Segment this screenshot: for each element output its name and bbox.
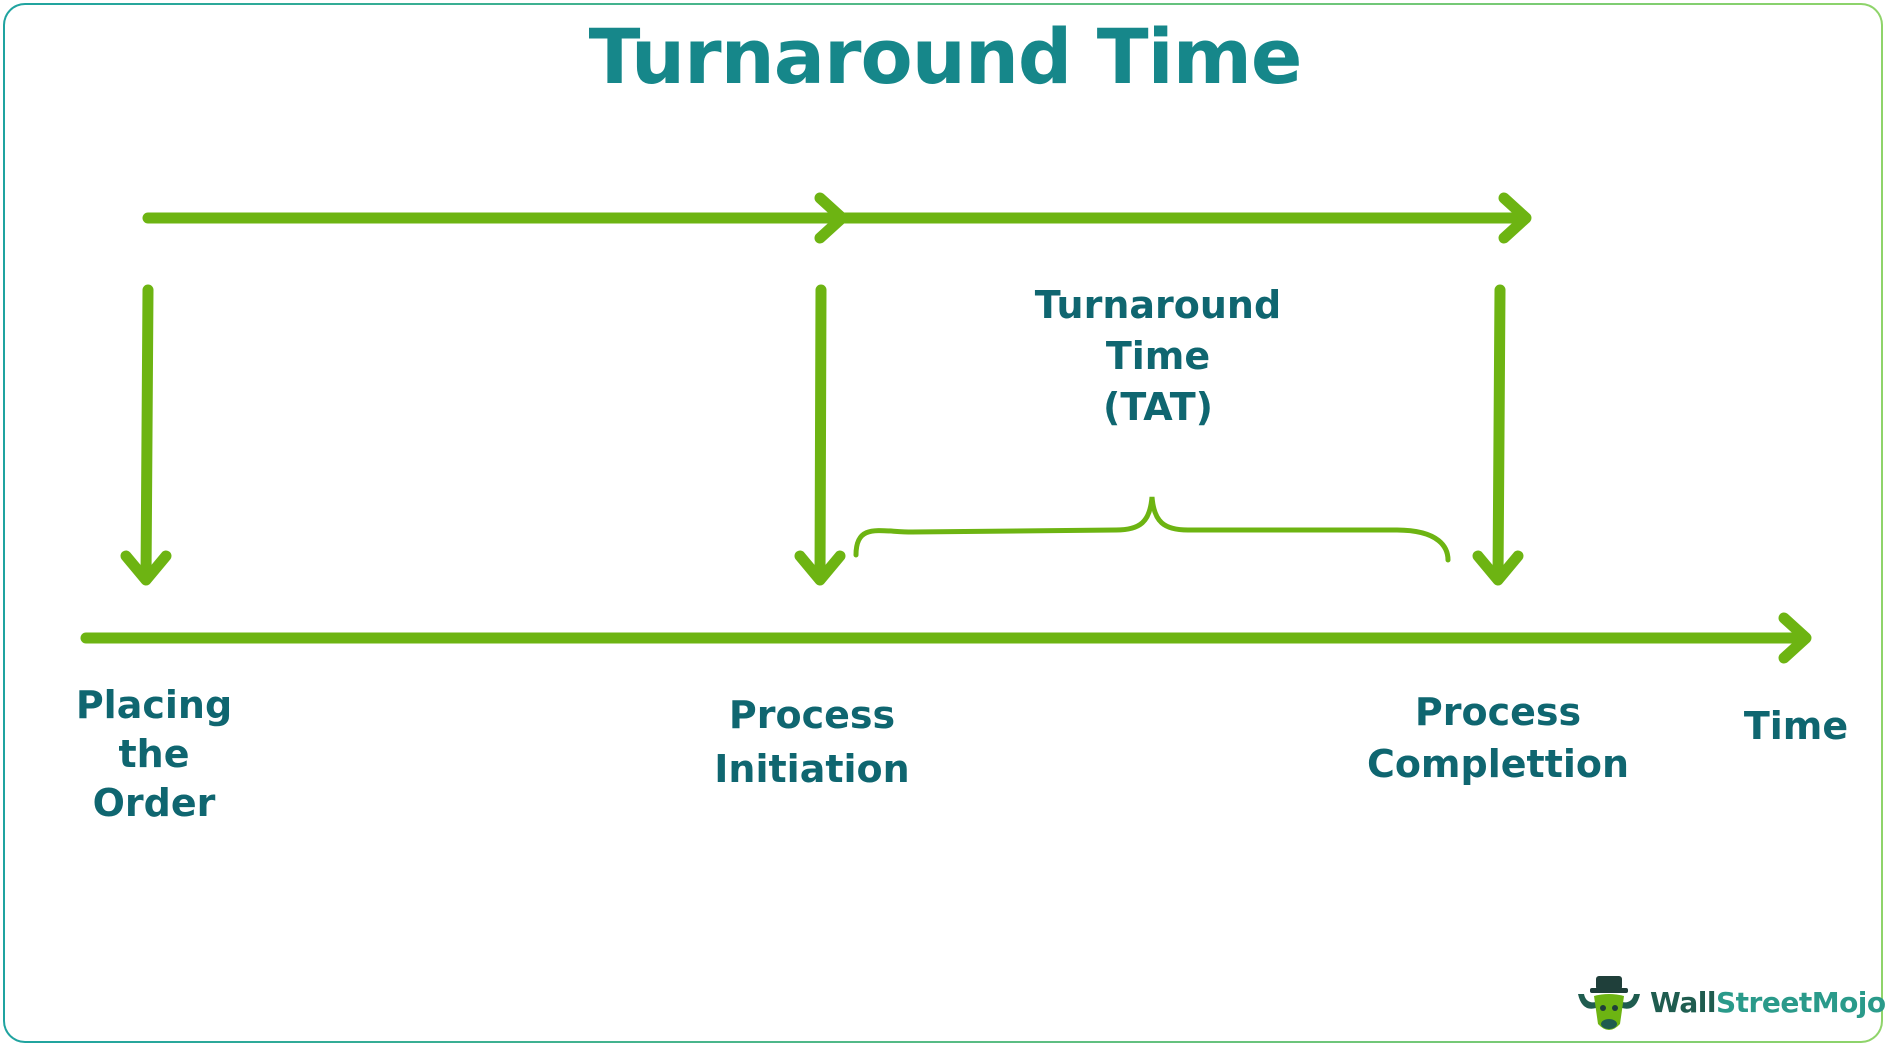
time-axis-label: Time: [1743, 704, 1849, 748]
initiation-down-arrow: [814, 284, 827, 584]
diagram-frame: [3, 3, 1883, 1043]
order-down-arrow-head: [120, 550, 172, 586]
completion-down-arrow: [1492, 284, 1506, 584]
time-axis-arrow-head: [1778, 612, 1812, 664]
logo-wordmark-part1: Wall: [1650, 986, 1716, 1019]
bull-mascot-icon: [1578, 976, 1640, 1030]
diagram-title: Turnaround Time: [588, 12, 1303, 101]
top-arrow-mid-head: [814, 192, 848, 244]
logo-wordmark-part2: StreetMojo: [1715, 986, 1886, 1019]
order-down-arrow: [140, 284, 154, 584]
top-arrow-end-head: [1498, 192, 1532, 244]
wallstreetmojo-logo: WallStreetMojo: [1574, 972, 1886, 1040]
milestone-process-completion: Process Complettion: [1366, 690, 1630, 786]
initiation-down-arrow-head: [794, 550, 846, 586]
completion-down-arrow-head: [1472, 550, 1524, 586]
milestone-process-initiation: Process Initiation: [714, 693, 910, 791]
tat-brace: [853, 496, 1451, 563]
tat-label: Turnaround Time (TAT): [1034, 283, 1282, 429]
logo-wordmark: WallStreetMojo: [1650, 986, 1886, 1019]
milestone-placing-the-order: Placing the Order: [75, 683, 233, 825]
